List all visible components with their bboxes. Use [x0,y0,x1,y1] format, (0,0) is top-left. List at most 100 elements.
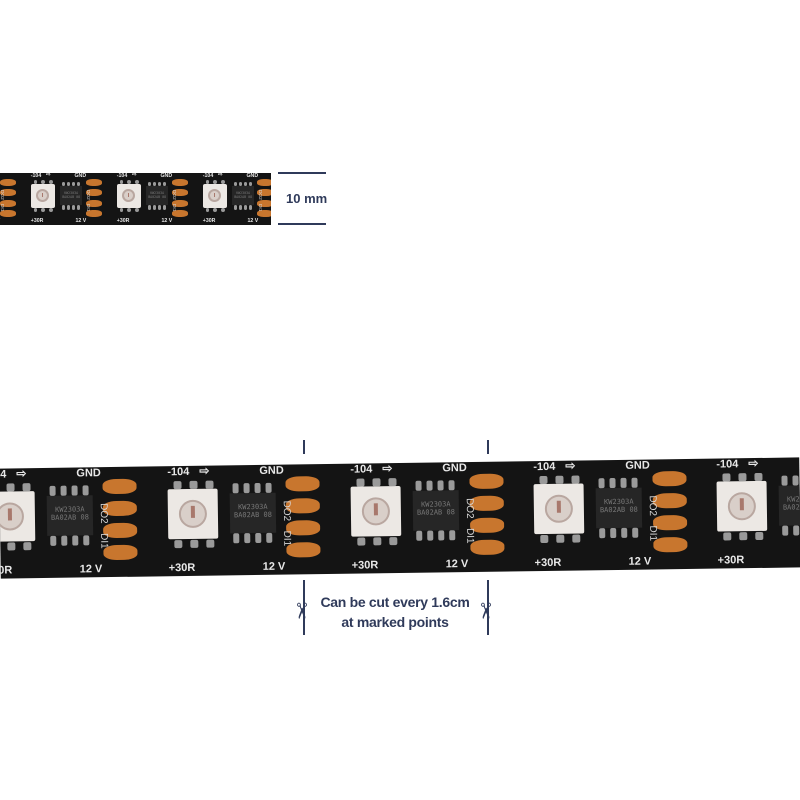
solder-pad [171,210,189,218]
led-pin [205,208,210,212]
silkscreen-do-label: DO2 [0,190,4,200]
silkscreen-gnd: GND [76,467,101,480]
chip-pin [82,485,89,496]
chip-pin [438,530,445,541]
led-pin [540,534,549,544]
silkscreen-do-label: DO2 [84,190,90,200]
arrow-right-icon: ⇨ [382,461,393,476]
led-pin [356,478,365,487]
chip-pin [147,205,151,211]
chip-pin [60,485,67,496]
led-pin [372,478,381,487]
chip-pin [598,478,605,489]
led-pin [33,180,38,184]
solder-pad [85,210,103,218]
arrow-right-icon: ⇨ [199,463,210,478]
silkscreen-di-label: DI1 [281,530,293,547]
arrow-right-icon: ⇨ [218,173,223,179]
chip-pin [152,205,156,211]
led-pin [213,208,218,212]
arrow-right-icon: ⇨ [748,457,759,471]
led-pin [134,208,139,212]
led-pin [723,532,732,541]
rgb-led [716,480,768,532]
silkscreen-data-in: -104 [350,463,373,476]
chip-pin [244,205,247,211]
chip-pin [609,477,616,489]
chip-marking: KW2303A [786,495,800,504]
silkscreen-data-in: -104 [202,173,214,179]
silkscreen-di-label: DI1 [256,204,262,212]
chip-pin [254,482,261,494]
silkscreen-voltage: 12 V [628,555,652,568]
silkscreen-data-out: +30R [202,218,216,225]
chip-pin [632,527,639,538]
chip-pin [233,533,240,544]
silkscreen-voltage: 12 V [247,218,259,225]
chip-pin [620,477,627,488]
cut-caption: Can be cut every 1.6cm at marked points [310,592,480,632]
caption-line-1: Can be cut every 1.6cm [320,594,470,610]
dimension-line-bottom [278,223,326,225]
led-pin [127,180,132,184]
silkscreen-gnd: GND [259,464,284,477]
silkscreen-data-in: -104 [30,173,42,179]
silkscreen-di-label: DI1 [647,525,659,542]
chip-marking: BA02AB 08 [233,510,272,520]
led-lens [544,494,574,523]
silkscreen-data-out: +30R [534,556,562,570]
cut-marker-top-2 [487,440,489,454]
cut-marker-bottom-1 [303,580,305,635]
solder-pad [653,536,688,553]
silkscreen-gnd: GND [625,459,650,472]
led-pin [389,537,398,546]
led-pin [189,480,198,489]
solder-pad [0,199,17,207]
solder-pad [285,476,320,492]
arrow-right-icon: ⇨ [46,173,51,179]
led-pin [119,180,124,184]
silkscreen-data-out: +30R [0,564,13,577]
led-pin [555,475,564,484]
led-pin [41,208,46,212]
chip-pin [158,205,161,211]
led-pin [739,532,748,541]
chip-pin [77,181,81,187]
cut-marker-top-1 [303,440,305,454]
led-pin [33,208,38,212]
led-pin [220,180,225,184]
silkscreen-do-label: DO2 [256,190,262,200]
chip-pin [233,205,237,211]
chip-marking: BA02AB 08 [62,195,81,200]
solder-pad [256,210,271,218]
solder-pad [85,199,103,207]
led-pin [48,208,53,212]
led-pin [119,208,124,212]
chip-pin [243,483,250,494]
chip-pin [49,485,56,496]
rgb-led [533,483,585,535]
led-pin [134,180,139,184]
chip-pin [147,181,151,187]
rgb-led [202,183,227,208]
chip-pin [610,527,617,539]
chip-pin [437,480,444,491]
solder-pad [171,178,189,186]
chip-pin [72,181,75,187]
solder-pad [85,189,103,197]
chip-pin [255,532,262,544]
solder-pad [256,178,271,186]
chip-pin [793,525,800,536]
led-pin [220,208,225,212]
chip-pin [50,535,57,546]
led-pin [539,475,548,485]
silkscreen-do-label: DO2 [170,190,176,200]
silkscreen-di-label: DI1 [84,204,90,212]
chip-pin [232,483,239,494]
led-pin [571,475,580,484]
silkscreen-gnd: GND [160,173,173,179]
chip-pin [249,181,253,187]
